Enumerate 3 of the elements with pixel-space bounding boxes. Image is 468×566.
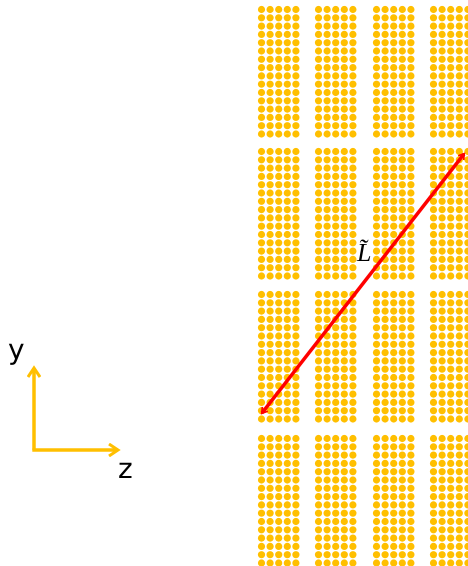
axis-label: y bbox=[8, 336, 25, 364]
axis-label: z bbox=[118, 455, 133, 483]
dimension-label: L̃ bbox=[357, 240, 372, 266]
